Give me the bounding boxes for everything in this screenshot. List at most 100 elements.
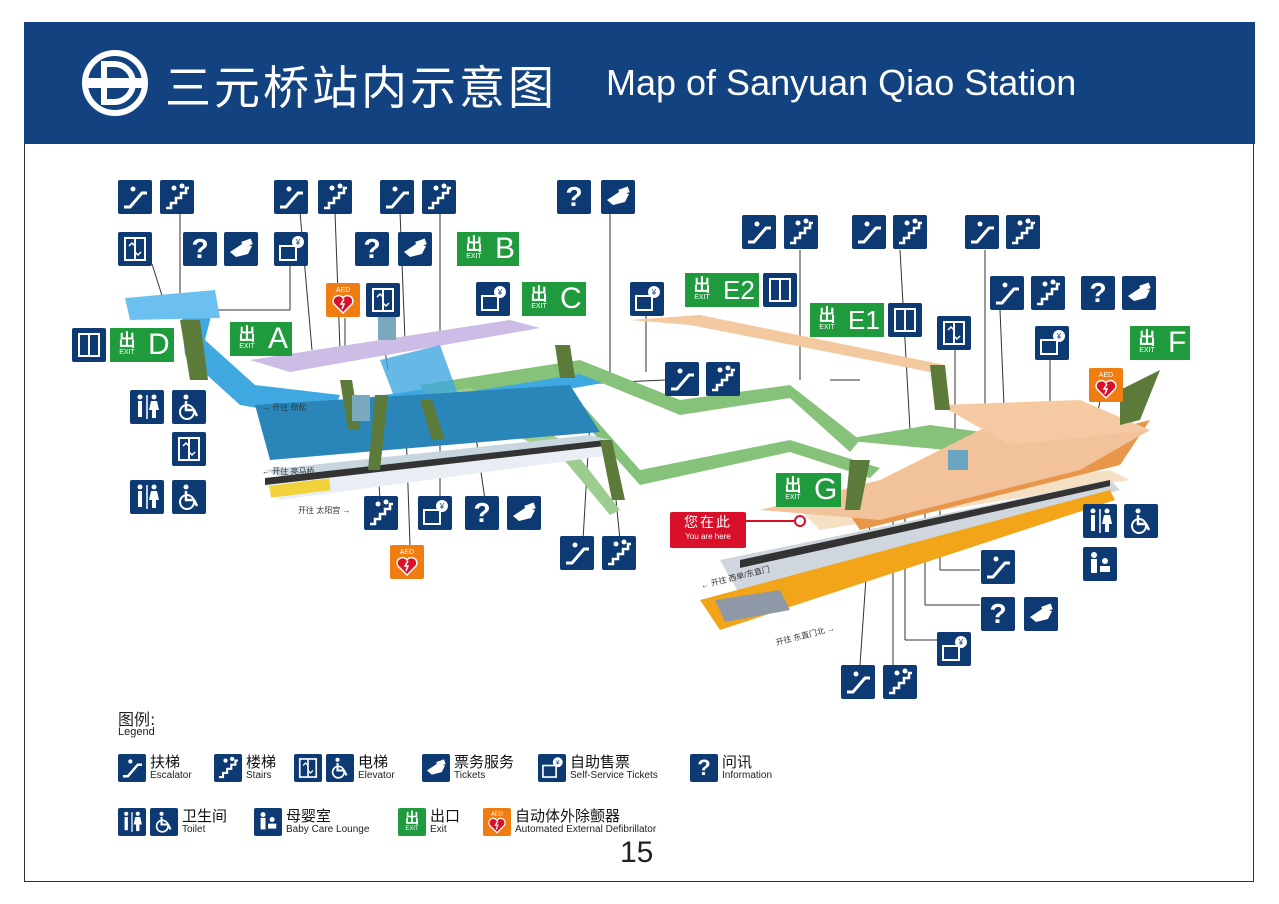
- escalator-icon: [965, 215, 999, 249]
- accessible-icon: [172, 390, 206, 424]
- exit-letter: G: [810, 473, 842, 507]
- stairs-icon: [1031, 276, 1065, 310]
- stairs-icon: [784, 215, 818, 249]
- escalator-icon: [118, 754, 146, 782]
- escalator-icon: [990, 276, 1024, 310]
- legend-label-en: Toilet: [182, 824, 206, 835]
- exit-letter: B: [491, 232, 520, 266]
- toilet-icon: [130, 480, 164, 514]
- legend-label-en: Elevator: [358, 770, 395, 781]
- legend-label-cn: 母婴室: [286, 807, 332, 825]
- information-icon: ?: [1081, 276, 1115, 310]
- ticket-service-icon: [1122, 276, 1156, 310]
- escalator-icon: [274, 180, 308, 214]
- legend-label-cn: 出口: [430, 807, 461, 825]
- legend-label-en: Automated External Defibrillator: [515, 824, 657, 835]
- baby-care-icon: [1083, 547, 1117, 581]
- ticket-service-icon: [507, 496, 541, 530]
- elevator-icon: [366, 283, 400, 317]
- svg-text:¥: ¥: [497, 288, 503, 297]
- accessible-icon: [172, 480, 206, 514]
- self-service-ticket-icon: ¥: [538, 754, 566, 782]
- legend-label-cn: 自动体外除颤器: [515, 807, 621, 825]
- escalator-icon: [560, 536, 594, 570]
- elevator-icon: [762, 273, 797, 307]
- aed-icon: AED: [483, 808, 511, 836]
- legend-label-en: Stairs: [246, 770, 272, 781]
- information-icon: ?: [557, 180, 591, 214]
- header-bar: [24, 22, 1255, 144]
- legend-label-en: Tickets: [454, 770, 486, 781]
- elevator-icon: [294, 754, 322, 782]
- elevator-icon: [118, 232, 152, 266]
- legend-label-cn: 自助售票: [570, 753, 631, 771]
- stairs-icon: [1006, 215, 1040, 249]
- you-are-here-marker: 您在此 You are here: [670, 512, 746, 548]
- svg-text:¥: ¥: [439, 502, 445, 511]
- stairs-icon: [214, 754, 242, 782]
- toilet-icon: [1083, 504, 1117, 538]
- legend-label-en: Self-Service Tickets: [570, 770, 658, 781]
- escalator-icon: [841, 665, 875, 699]
- legend-label-en: Escalator: [150, 770, 192, 781]
- aed-icon: AED: [1089, 368, 1123, 402]
- exit-letter: E2: [719, 273, 759, 307]
- svg-text:AED: AED: [336, 287, 350, 294]
- stairs-icon: [422, 180, 456, 214]
- ticket-service-icon: [1024, 597, 1058, 631]
- information-icon: ?: [981, 597, 1015, 631]
- direction-label: 开往 太阳宫 →: [298, 506, 351, 515]
- svg-text:AED: AED: [400, 549, 414, 556]
- page-number: 15: [620, 836, 654, 869]
- legend-label-cn: 楼梯: [246, 753, 277, 771]
- self-service-ticket-icon: ¥: [937, 632, 971, 666]
- legend-label-cn: 电梯: [358, 753, 389, 771]
- you-are-here-pointer-icon: [746, 515, 806, 527]
- information-icon: ?: [465, 496, 499, 530]
- self-service-ticket-icon: ¥: [274, 232, 308, 266]
- stairs-icon: [602, 536, 636, 570]
- stairs-icon: [364, 496, 398, 530]
- ticket-service-icon: [422, 754, 450, 782]
- legend-label-cn: 扶梯: [150, 753, 181, 771]
- aed-icon: AED: [390, 545, 424, 579]
- self-service-ticket-icon: ¥: [630, 282, 664, 316]
- elevator-icon: [937, 316, 971, 350]
- legend-label-cn: 卫生间: [182, 807, 228, 825]
- exit-letter: C: [556, 282, 586, 316]
- direction-label: → 开往 劲松: [262, 403, 307, 412]
- svg-text:AED: AED: [1099, 372, 1113, 379]
- stairs-icon: [706, 362, 740, 396]
- elevator-icon: [172, 432, 206, 466]
- escalator-icon: [665, 362, 699, 396]
- toilet-icon: [130, 390, 164, 424]
- information-icon: ?: [183, 232, 217, 266]
- legend-label-cn: 问讯: [722, 753, 753, 771]
- escalator-icon: [852, 215, 886, 249]
- accessible-icon: [1124, 504, 1158, 538]
- svg-text:¥: ¥: [958, 638, 964, 647]
- legend-subtitle: Legend: [118, 726, 155, 738]
- ticket-service-icon: [601, 180, 635, 214]
- legend-label-en: Information: [722, 770, 773, 781]
- legend-title: 图例:: [118, 710, 156, 729]
- beijing-subway-logo-icon: [82, 50, 148, 116]
- elevator-shaft: [352, 395, 370, 421]
- exit-letter: D: [144, 328, 174, 362]
- svg-text:AED: AED: [491, 811, 503, 817]
- escalator-icon: [742, 215, 776, 249]
